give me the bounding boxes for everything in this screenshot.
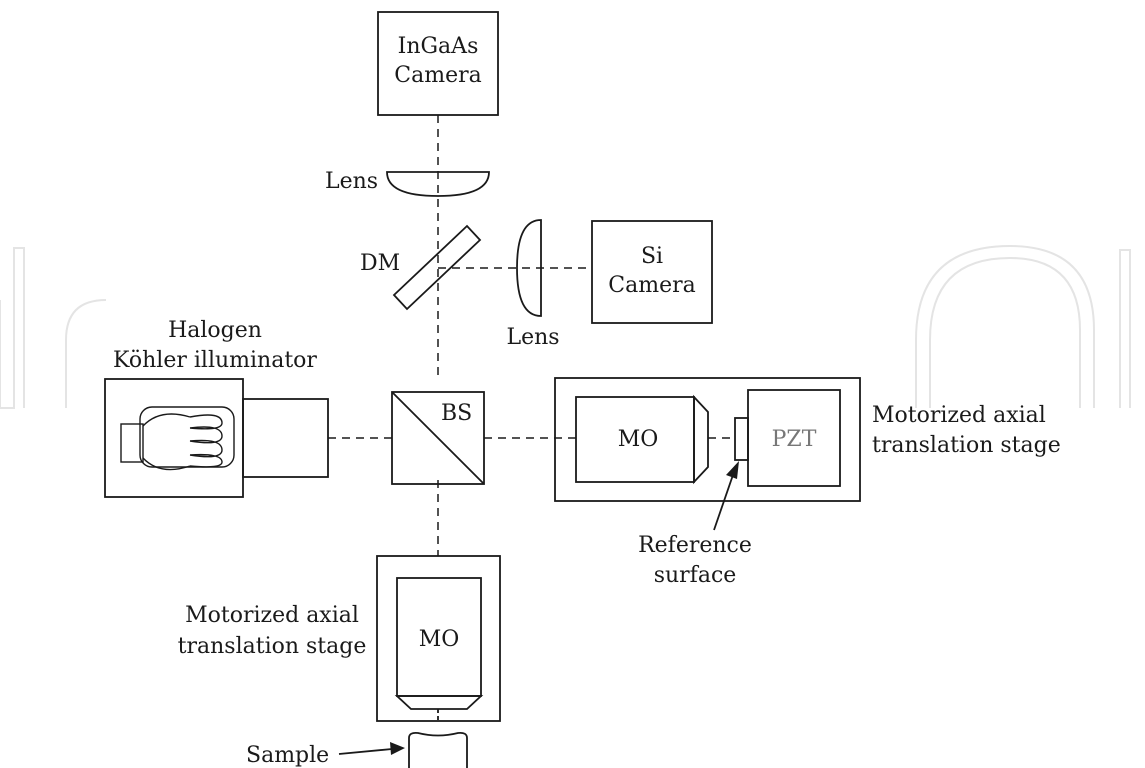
ingaas-camera-label-line1: InGaAs	[398, 34, 479, 59]
sample-mo-label: MO	[419, 627, 460, 652]
sample-label: Sample	[246, 743, 329, 768]
bs-label: BS	[441, 401, 472, 426]
halogen-filament-icon	[142, 413, 223, 471]
reference-surface-arrow-shaft	[713, 471, 735, 531]
illuminator-label-line1: Halogen	[168, 318, 262, 343]
dichroic-mirror-icon	[392, 224, 482, 311]
sample-mo-nose	[394, 695, 484, 710]
si-camera-box	[591, 220, 713, 324]
watermark-graphic	[0, 244, 1131, 409]
top-lens-icon	[386, 171, 490, 197]
sample-stage-box	[376, 555, 501, 722]
beam-splitter-diagonal	[391, 391, 485, 485]
halogen-bulb-base	[120, 423, 144, 463]
reference-stage-label-line1: Motorized axial	[872, 403, 1046, 428]
side-lens-icon	[516, 219, 542, 317]
si-camera-label-line1: Si	[641, 244, 663, 269]
sample-stage-label-line2: translation stage	[178, 634, 367, 659]
pzt-box	[747, 389, 841, 487]
top-lens-label: Lens	[325, 169, 378, 194]
reference-mo-nose	[693, 394, 709, 485]
reference-mo-label: MO	[618, 427, 659, 452]
sample-stage-label-line1: Motorized axial	[185, 603, 359, 628]
reference-surface-label-line1: Reference	[638, 533, 752, 558]
ingaas-camera-box	[377, 11, 499, 116]
sample-icon	[408, 731, 468, 768]
reference-surface-plate	[734, 417, 749, 461]
sample-arrow-shaft	[338, 748, 393, 755]
beam-splitter-box	[391, 391, 485, 485]
reference-stage-label-line2: translation stage	[872, 433, 1061, 458]
reference-surface-arrowhead	[726, 461, 739, 479]
side-lens-label: Lens	[506, 325, 559, 350]
pzt-label: PZT	[772, 427, 817, 452]
reference-stage-box	[554, 377, 861, 502]
sample-arrowhead	[390, 742, 405, 755]
ingaas-camera-label-line2: Camera	[394, 63, 481, 88]
reference-surface-label-line2: surface	[654, 563, 737, 588]
illuminator-tube	[242, 398, 329, 478]
si-camera-label-line2: Camera	[608, 273, 695, 298]
dm-label: DM	[360, 251, 400, 276]
illuminator-label-line2: Köhler illuminator	[113, 348, 317, 373]
